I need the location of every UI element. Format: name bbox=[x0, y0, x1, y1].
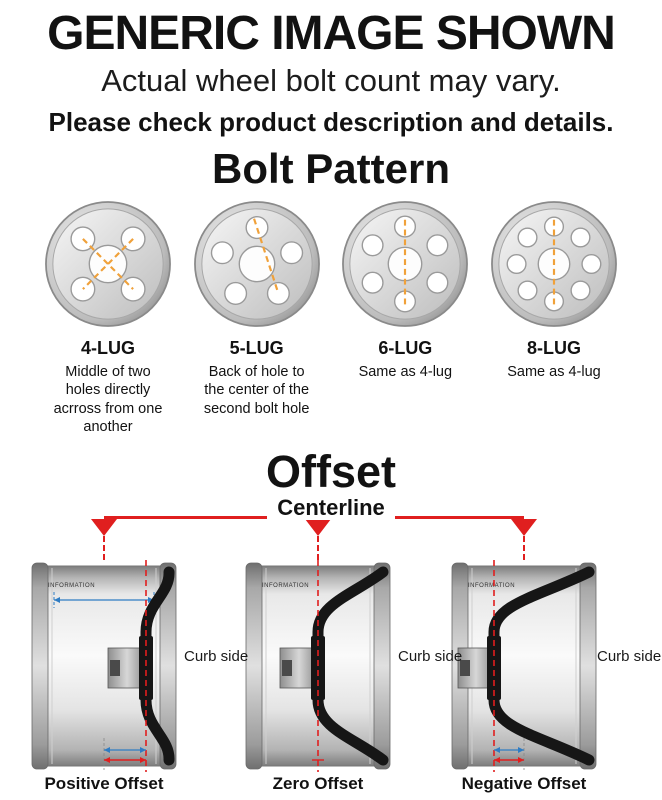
negative-offset-label: Negative Offset bbox=[461, 774, 587, 793]
wheel-cross-section-negative: INFORMATION bbox=[451, 560, 597, 772]
bolt-pattern-item-8lug: 8-LUG Same as 4-lug bbox=[484, 200, 624, 437]
arrowhead-icon bbox=[54, 597, 60, 603]
lug-label: 6-LUG bbox=[378, 337, 433, 358]
centerline-dashed-stub bbox=[317, 536, 319, 560]
bolt-pattern-item-6lug: 6-LUG Same as 4-lug bbox=[335, 200, 475, 437]
centerline-pointer-icon bbox=[511, 519, 537, 536]
wheel-cross-section-zero: INFORMATION bbox=[245, 560, 391, 772]
wheel-cross-section-positive: INFORMATION bbox=[31, 560, 177, 772]
lug-description: Same as 4-lug bbox=[507, 363, 601, 380]
mounting-pad bbox=[311, 636, 325, 700]
zero-offset-label: Zero Offset bbox=[272, 774, 364, 793]
bolt-pattern-row: 4-LUG Middle of two holes directly acrro… bbox=[38, 200, 624, 437]
note-text: Please check product description and det… bbox=[48, 107, 614, 138]
rim-label-text: INFORMATION bbox=[48, 583, 95, 589]
lug-hole bbox=[581, 253, 602, 274]
rim-flange-left bbox=[245, 562, 263, 770]
centerline-dashed-stub bbox=[523, 536, 525, 560]
lug-hole bbox=[361, 271, 384, 294]
measurement-line bbox=[252, 218, 280, 294]
offset-heading: Offset bbox=[265, 446, 396, 497]
arrowhead-icon bbox=[140, 757, 146, 763]
lug-description: Middle of two holes directly acrross fro… bbox=[53, 363, 163, 436]
lug-label: 4-LUG bbox=[81, 337, 135, 358]
center-bore-profile bbox=[110, 660, 120, 676]
bolt-pattern-heading: Bolt Pattern bbox=[211, 144, 450, 192]
lug-label: 8-LUG bbox=[526, 337, 581, 358]
wheel-4-lug-diagram bbox=[45, 200, 171, 327]
lug-hole bbox=[543, 216, 565, 237]
rim-label-text: INFORMATION bbox=[468, 583, 515, 589]
lug-hole bbox=[223, 281, 247, 305]
bolt-pattern-item-5lug: 5-LUG Back of hole to the center of the … bbox=[187, 200, 327, 437]
lug-hole bbox=[279, 241, 303, 265]
rim-flange-right bbox=[159, 562, 177, 770]
rim-label-text: INFORMATION bbox=[262, 583, 309, 589]
wheel-8-lug-diagram bbox=[491, 200, 617, 327]
subtitle: Actual wheel bolt count may vary. bbox=[101, 62, 561, 98]
mounting-pad bbox=[139, 636, 153, 700]
positive-offset-label: Positive Offset bbox=[44, 774, 164, 793]
center-bore-profile bbox=[460, 660, 470, 676]
arrowhead-icon bbox=[104, 747, 110, 753]
lug-hole bbox=[570, 227, 591, 248]
centerline-pointer-icon bbox=[305, 519, 331, 536]
lug-hole bbox=[361, 234, 384, 257]
offset-section: Offset Centerline INFORMATION bbox=[0, 448, 662, 800]
measurement-line bbox=[82, 237, 134, 290]
arrowhead-icon bbox=[518, 757, 524, 763]
rim-flange-left bbox=[31, 562, 49, 770]
centerline-dashed-stub bbox=[103, 536, 105, 560]
centerline-pointer-icon bbox=[91, 519, 117, 536]
rim-flange-right bbox=[373, 562, 391, 770]
center-bore bbox=[238, 245, 276, 283]
lug-hole bbox=[266, 281, 290, 305]
lug-hole bbox=[245, 215, 269, 239]
centerline-label: Centerline bbox=[0, 495, 662, 521]
page-title: GENERIC IMAGE SHOWN bbox=[47, 7, 616, 60]
lug-hole bbox=[570, 280, 591, 301]
lug-hole bbox=[426, 271, 449, 294]
rim-flange-right bbox=[579, 562, 597, 770]
lug-hole bbox=[517, 280, 538, 301]
arrowhead-icon bbox=[140, 747, 146, 753]
lug-hole bbox=[517, 227, 538, 248]
arrowhead-icon bbox=[494, 747, 500, 753]
mounting-pad bbox=[487, 636, 501, 700]
curb-side-label: Curb side bbox=[398, 648, 463, 665]
lug-hole bbox=[394, 215, 417, 238]
arrowhead-icon bbox=[494, 757, 500, 763]
bolt-pattern-item-4lug: 4-LUG Middle of two holes directly acrro… bbox=[38, 200, 178, 437]
arrowhead-icon bbox=[104, 757, 110, 763]
arrowhead-icon bbox=[518, 747, 524, 753]
lug-hole bbox=[426, 234, 449, 257]
curb-side-label: Curb side bbox=[597, 648, 662, 665]
measurement-line bbox=[82, 237, 134, 290]
lug-hole bbox=[210, 241, 234, 265]
center-bore-profile bbox=[282, 660, 292, 676]
wheel-5-lug-diagram bbox=[193, 200, 320, 327]
wheel-6-lug-diagram bbox=[342, 200, 469, 327]
lug-hole bbox=[120, 226, 146, 252]
lug-description: Back of hole to the center of the second… bbox=[203, 363, 310, 417]
lug-hole bbox=[506, 253, 527, 274]
lug-label: 5-LUG bbox=[229, 337, 284, 358]
curb-side-label: Curb side bbox=[184, 648, 249, 665]
lug-description: Same as 4-lug bbox=[358, 363, 453, 380]
arrowhead-icon bbox=[148, 597, 154, 603]
